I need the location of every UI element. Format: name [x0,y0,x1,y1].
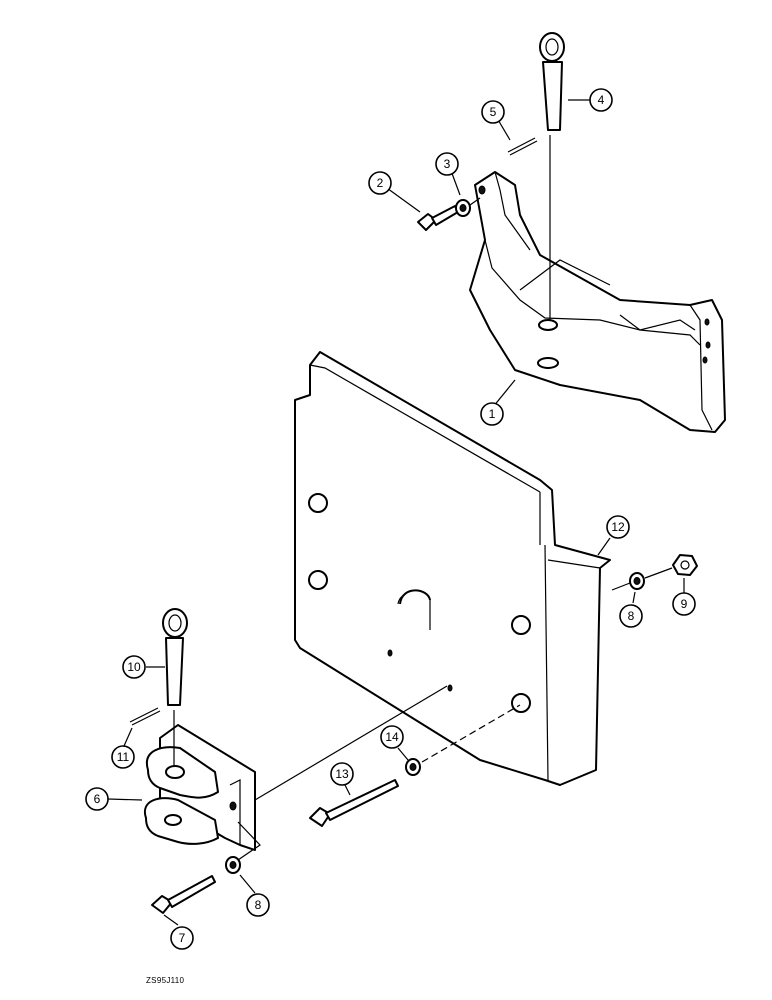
bolt-upper [417,205,459,231]
callout-6: 6 [85,787,109,811]
svg-text:1: 1 [489,407,496,421]
callout-2: 2 [368,171,392,195]
washer-middle [405,758,421,776]
callout-3: 3 [435,152,459,176]
bolt-lower [151,875,216,914]
callout-1: 1 [480,402,504,426]
hitch-bracket-upper [469,171,726,433]
callout-8-lower: 8 [246,893,270,917]
callout-9: 9 [672,592,696,616]
callout-5: 5 [481,100,505,124]
svg-text:9: 9 [681,597,688,611]
clevis-bracket [143,685,448,861]
pin-lower [162,608,188,765]
svg-text:11: 11 [117,750,130,764]
svg-text:8: 8 [628,609,635,623]
callout-11: 11 [111,745,135,769]
svg-text:2: 2 [377,176,384,190]
figure-reference-code: ZS95J110 [146,976,185,985]
svg-text:5: 5 [490,105,497,119]
pin-upper [539,32,565,320]
svg-text:7: 7 [179,931,186,945]
svg-text:10: 10 [127,660,141,674]
svg-text:13: 13 [335,767,349,781]
cotter-pin-upper [507,137,538,156]
svg-text:14: 14 [385,730,399,744]
bolt-long [309,779,399,827]
svg-text:12: 12 [611,520,625,534]
nut-right [672,554,698,576]
leader-lines [107,99,685,926]
callout-4: 4 [589,88,613,112]
svg-text:4: 4 [598,93,605,107]
callout-7: 7 [170,926,194,950]
callout-13: 13 [330,762,354,786]
callout-14: 14 [380,725,404,749]
washer-lower [225,856,241,874]
washer-upper [455,199,471,217]
counterweight [294,351,611,786]
svg-text:3: 3 [444,157,451,171]
svg-text:8: 8 [255,898,262,912]
cotter-pin-lower [129,707,161,726]
washer-right [629,572,645,590]
svg-text:6: 6 [94,792,101,806]
callout-12: 12 [606,515,630,539]
callout-8-right: 8 [619,604,643,628]
callout-10: 10 [122,655,146,679]
